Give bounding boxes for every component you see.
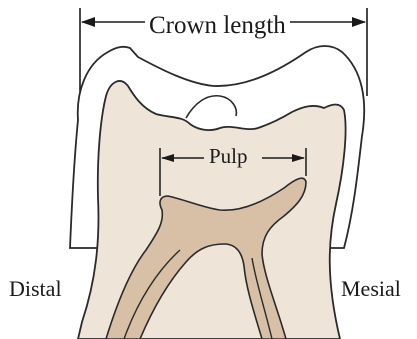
mesial-label: Mesial <box>341 278 401 300</box>
pulp-label: Pulp <box>206 146 251 167</box>
crown-length-right-arrowhead <box>352 17 366 27</box>
crown-length-left-arrowhead <box>81 17 95 27</box>
crown-length-label: Crown length <box>145 13 290 38</box>
distal-label: Distal <box>9 278 62 300</box>
